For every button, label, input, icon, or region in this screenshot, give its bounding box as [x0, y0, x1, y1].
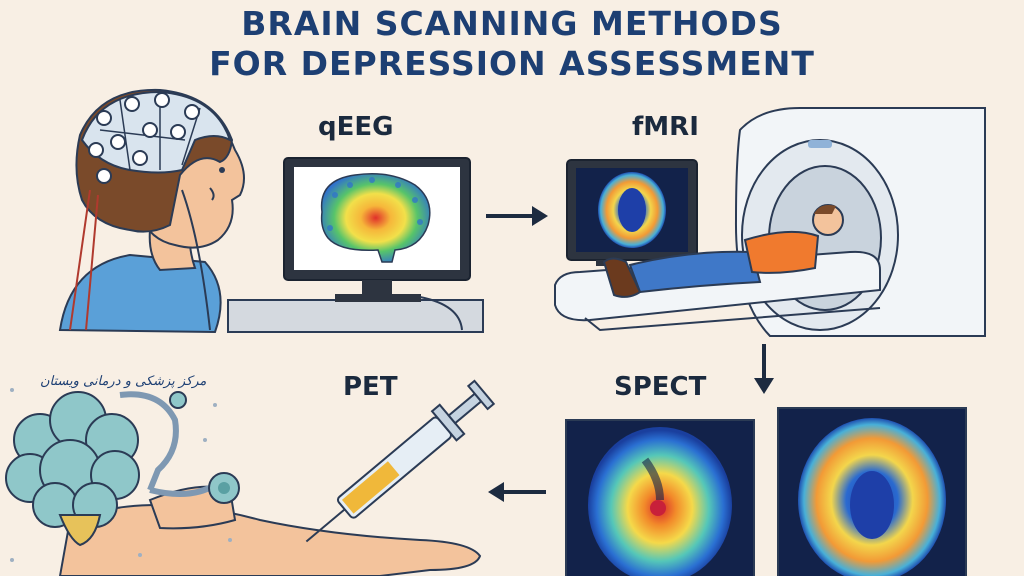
arrow-down-icon	[754, 344, 774, 394]
clinic-logo	[5, 388, 240, 562]
arrow-right-icon	[486, 206, 548, 226]
spect-scan-right	[777, 407, 967, 576]
mri-scanner-illustration	[554, 107, 986, 337]
spect-scan-left	[565, 419, 755, 576]
eeg-patient-illustration	[58, 88, 245, 334]
syringe-icon	[305, 379, 496, 543]
clinic-logo-text: مرکز پزشکی و درمانی ویستان	[40, 374, 207, 389]
qeeg-brain-map	[320, 173, 431, 263]
pet-arm-illustration	[58, 485, 482, 576]
title-line-1: BRAIN SCANNING METHODS	[241, 4, 783, 43]
fmri-monitor	[566, 159, 698, 266]
label-pet: PET	[343, 372, 398, 402]
arrow-left-icon	[488, 482, 546, 502]
title-line-2: FOR DEPRESSION ASSESSMENT	[209, 44, 815, 83]
label-spect: SPECT	[614, 372, 707, 402]
label-qeeg: qEEG	[318, 112, 394, 142]
qeeg-monitor	[227, 157, 484, 333]
label-fmri: fMRI	[632, 112, 699, 142]
